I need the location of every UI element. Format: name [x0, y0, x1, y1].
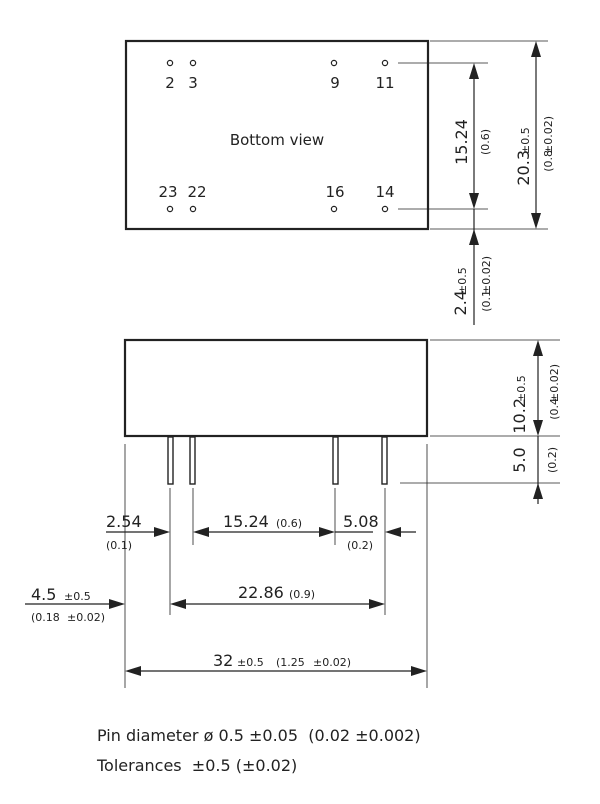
dim-total-length-inch-tol: ±0.02) [313, 656, 351, 669]
arrowhead [533, 420, 543, 436]
pin-hole-23 [166, 205, 174, 213]
arrowhead [385, 527, 401, 537]
arrowhead [469, 63, 479, 79]
dim-pitch-mid-inch: (0.6) [276, 517, 302, 530]
bottom-view-label: Bottom view [230, 131, 324, 149]
pin-hole-22 [189, 205, 197, 213]
dim-body-height-tol: ±0.5 [515, 375, 528, 402]
dim-total-height-inch: (0.8 [542, 150, 555, 172]
dim-pin-length-inch: (0.2) [546, 447, 559, 473]
pin-hole-9 [330, 59, 338, 67]
arrowhead [531, 213, 541, 229]
arrowhead [154, 527, 170, 537]
dim-offset-tol: ±0.5 [456, 267, 469, 294]
dim-pitch-right-value: 5.08 [343, 512, 379, 531]
side-pin [381, 436, 388, 485]
dim-total-length-inch: (1.25 [276, 656, 305, 669]
dim-row-spacing-inch: (0.6) [479, 129, 492, 155]
pin-label-2: 2 [165, 74, 175, 92]
dim-body-height-inch: (0.4 [548, 398, 561, 420]
arrowhead [531, 41, 541, 57]
tolerances-note: Tolerances ±0.5 (±0.02) [97, 756, 298, 775]
dim-pitch-left-value: 2.54 [106, 512, 142, 531]
pin-label-14: 14 [375, 183, 394, 201]
dim-pitch-left-inch: (0.1) [106, 539, 132, 552]
pin-label-16: 16 [325, 183, 344, 201]
dim-outer-pin-span-value: 22.86 [238, 583, 284, 602]
dim-edge-offset-inch-tol: ±0.02) [67, 611, 105, 624]
dim-outer-pin-span-inch: (0.9) [289, 588, 315, 601]
pin-label-9: 9 [330, 74, 340, 92]
pin-label-11: 11 [375, 74, 394, 92]
pin-hole-2 [166, 59, 174, 67]
dim-total-length-value: 32 [213, 651, 233, 670]
arrowhead [109, 599, 125, 609]
pin-hole-3 [189, 59, 197, 67]
dim-offset-inch: (0.1 [480, 290, 493, 312]
arrowhead [193, 527, 209, 537]
dim-edge-offset-inch: (0.18 [31, 611, 60, 624]
dim-total-height-inch-tol: ±0.02) [542, 116, 555, 154]
dim-pitch-right-inch: (0.2) [347, 539, 373, 552]
dim-offset-value: 2.4 [451, 290, 470, 315]
pin-hole-16 [330, 205, 338, 213]
side-pin [167, 436, 174, 485]
arrowhead [533, 340, 543, 356]
pin-hole-11 [381, 59, 389, 67]
pin-label-3: 3 [188, 74, 198, 92]
arrowhead [170, 599, 186, 609]
pin-label-23: 23 [158, 183, 177, 201]
arrowhead [411, 666, 427, 676]
dim-edge-offset-value: 4.5 [31, 585, 56, 604]
pin-label-22: 22 [187, 183, 206, 201]
dim-row-spacing-value: 15.24 [452, 119, 471, 165]
pin-diameter-note: Pin diameter ø 0.5 ±0.05 (0.02 ±0.002) [97, 726, 421, 745]
side-pin [332, 436, 339, 485]
arrowhead [319, 527, 335, 537]
dim-total-height-tol: ±0.5 [519, 127, 532, 154]
dim-total-height-value: 20.3 [514, 150, 533, 186]
dim-edge-offset-tol: ±0.5 [64, 590, 91, 603]
dim-pin-length-value: 5.0 [510, 447, 529, 472]
arrowhead [533, 483, 543, 499]
dim-offset-inch-tol: ±0.02) [480, 256, 493, 294]
bottom-view-outline [124, 39, 430, 231]
side-pin [189, 436, 196, 485]
arrowhead [369, 599, 385, 609]
dim-total-length-tol: ±0.5 [237, 656, 264, 669]
dim-pitch-mid-value: 15.24 [223, 512, 269, 531]
dim-body-height-inch-tol: ±0.02) [548, 364, 561, 402]
arrowhead [125, 666, 141, 676]
side-view-body [123, 338, 429, 438]
arrowhead [469, 193, 479, 209]
pin-hole-14 [381, 205, 389, 213]
arrowhead [469, 229, 479, 245]
dim-body-height-value: 10.2 [510, 398, 529, 434]
